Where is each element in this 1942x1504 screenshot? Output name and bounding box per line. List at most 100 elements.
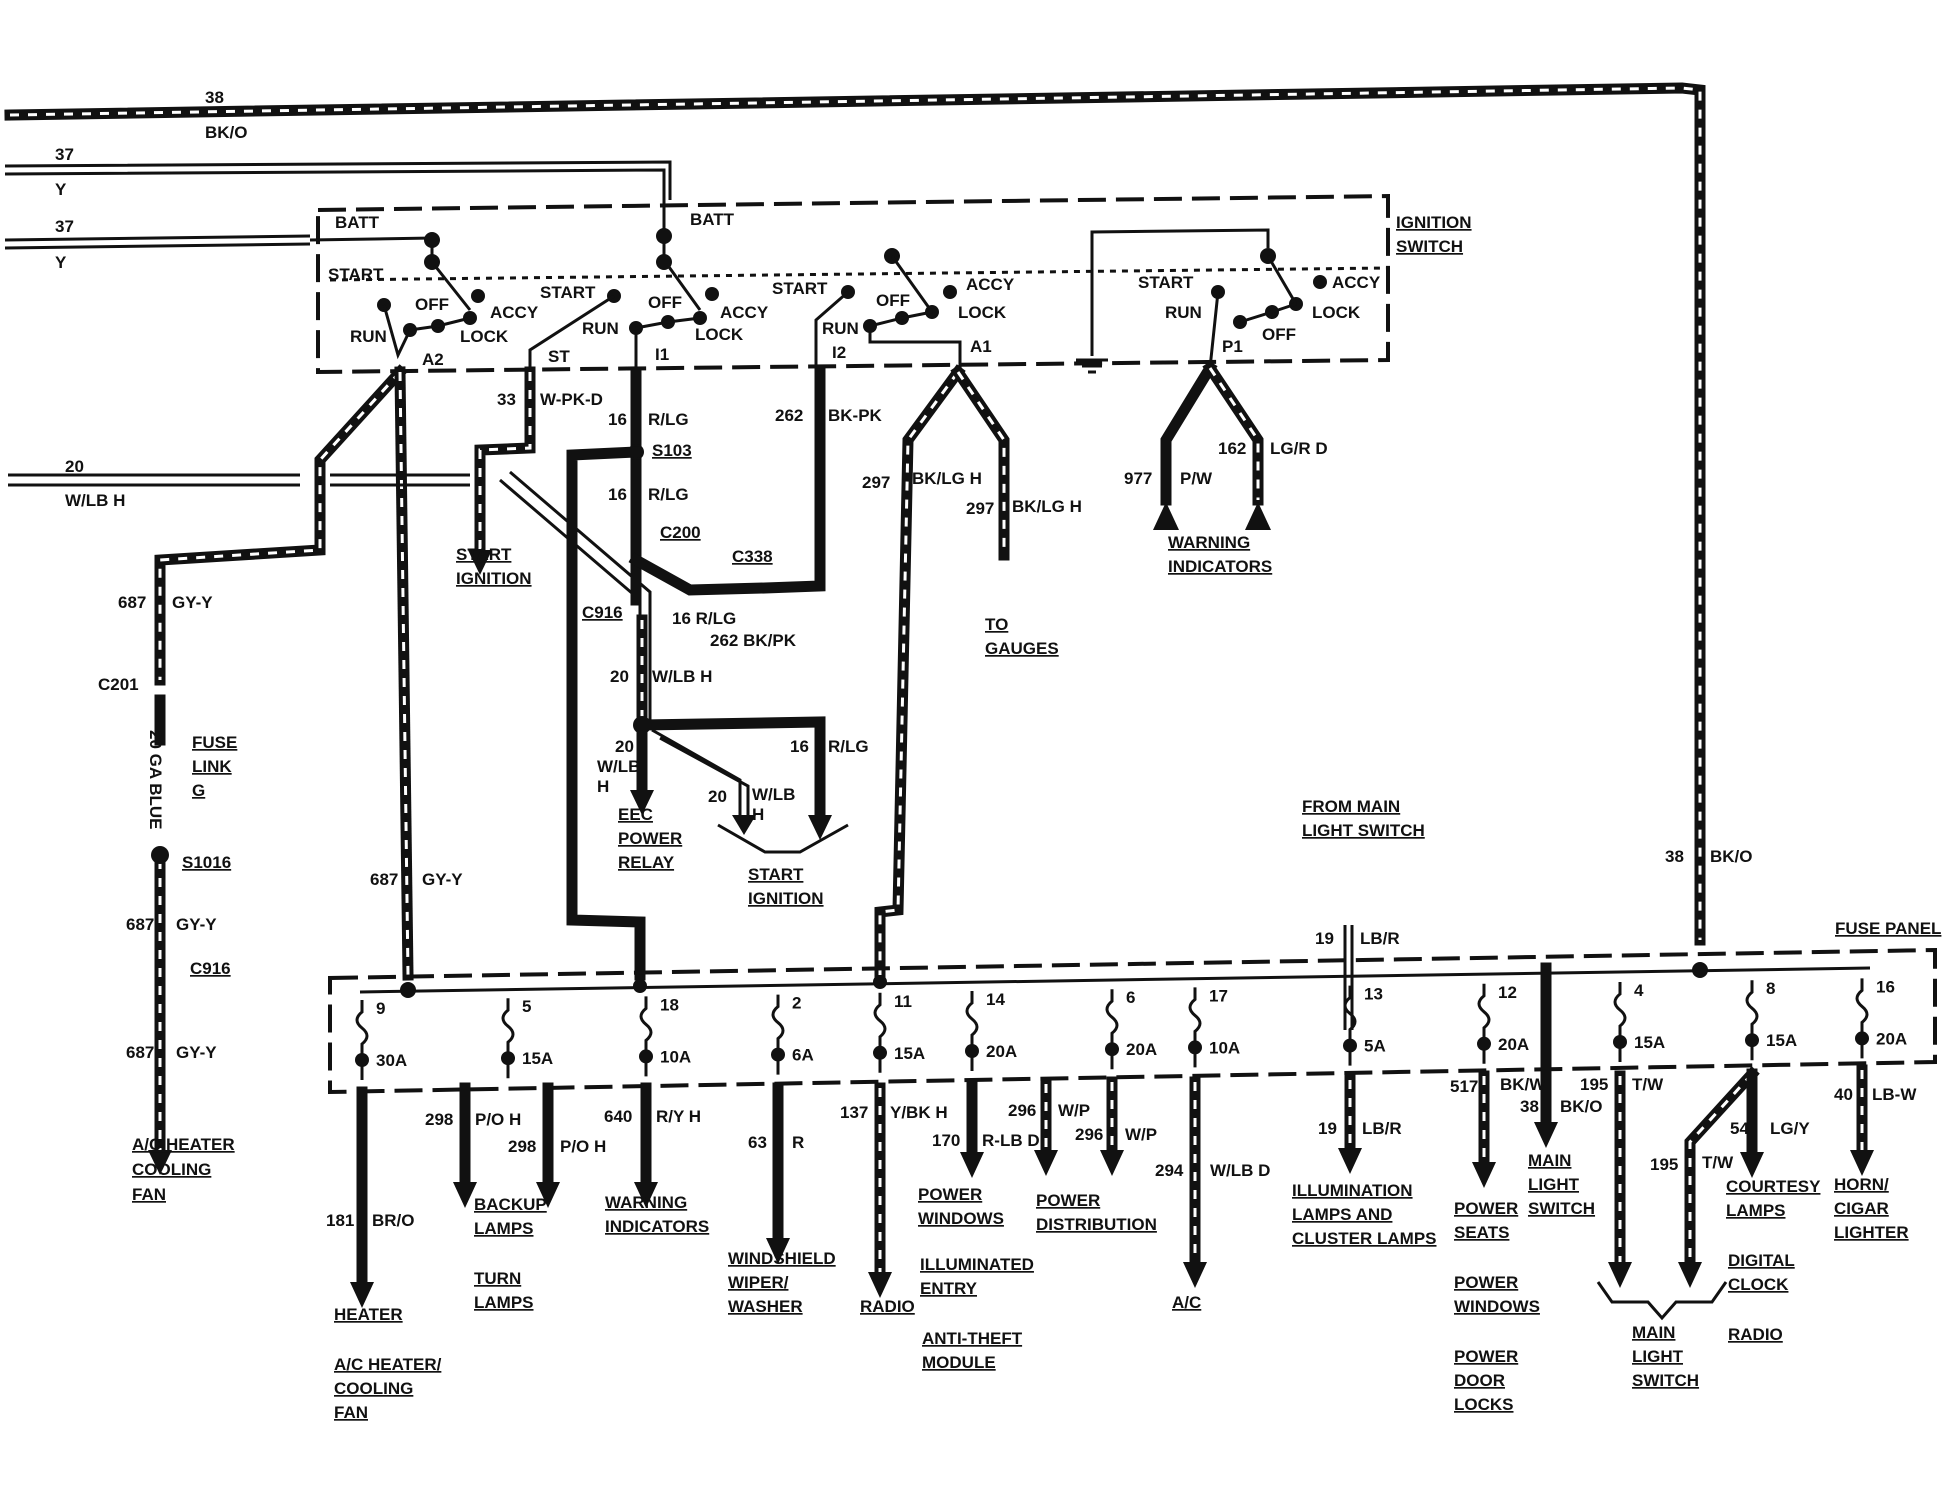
w297-b-color: BK/LG H xyxy=(1012,497,1082,516)
start-label-2: START xyxy=(540,283,596,302)
fuse-number: 6 xyxy=(1126,988,1135,1007)
from-main-1: FROM MAIN xyxy=(1302,797,1400,816)
fuse-amperage: 5A xyxy=(1364,1037,1386,1056)
w38-c: 38 xyxy=(1520,1097,1539,1116)
fuse-number: 9 xyxy=(376,999,385,1018)
batt-label-1: BATT xyxy=(335,213,380,232)
lock-label-4: LOCK xyxy=(1312,303,1361,322)
fuse-amperage: 20A xyxy=(1498,1035,1529,1054)
dest-pwr-windows-2: WINDOWS xyxy=(918,1209,1004,1228)
start-label-3: START xyxy=(772,279,828,298)
dest-start-b2: IGNITION xyxy=(748,889,824,908)
fuse-number: 8 xyxy=(1766,979,1775,998)
start-ignition-bracket xyxy=(717,823,849,854)
run-label-3: RUN xyxy=(822,319,859,338)
wire-19-lbr xyxy=(1343,925,1354,1030)
accy-label-3: ACCY xyxy=(966,275,1015,294)
switch-section-2: BATT START OFF ACCY RUN LOCK ST I1 xyxy=(528,200,769,368)
fuse-number: 5 xyxy=(522,997,531,1016)
w20-d-h: H xyxy=(752,805,764,824)
w296-a: 296 xyxy=(1008,1101,1036,1120)
w162: 162 xyxy=(1218,439,1246,458)
fuse-number: 12 xyxy=(1498,983,1517,1002)
ignition-switch-divider xyxy=(329,266,1389,282)
fuse-amperage: 15A xyxy=(522,1049,553,1068)
batt-label-2: BATT xyxy=(690,210,735,229)
off-label-4: OFF xyxy=(1262,325,1296,344)
w170: 170 xyxy=(932,1131,960,1150)
w19-top-color: LB/R xyxy=(1360,929,1400,948)
wire-16-rlg xyxy=(566,366,826,981)
w20-b-color: W/LB H xyxy=(652,667,712,686)
fuse-link-label-1: FUSE xyxy=(192,733,237,752)
w298-b-color: P/O H xyxy=(560,1137,606,1156)
dest-pwr-door-1: POWER xyxy=(1454,1347,1518,1366)
w296-b: 296 xyxy=(1075,1125,1103,1144)
lock-label-2: LOCK xyxy=(695,325,744,344)
fuse-amperage: 20A xyxy=(1126,1040,1157,1059)
w181: 181 xyxy=(326,1211,354,1230)
fuse-number: 4 xyxy=(1634,981,1644,1000)
dest-wiper-3: WASHER xyxy=(728,1297,803,1316)
w19-bottom: 19 xyxy=(1318,1119,1337,1138)
fuse-amperage: 20A xyxy=(1876,1029,1907,1048)
wire-38-top xyxy=(4,82,1706,946)
run-label-4: RUN xyxy=(1165,303,1202,322)
w170-color: R-LB D xyxy=(982,1131,1040,1150)
w687-c: 687 xyxy=(126,1043,154,1062)
w16-d-color: R/LG xyxy=(828,737,869,756)
w687-d: 687 xyxy=(370,870,398,889)
connector-c200: C200 xyxy=(660,523,701,542)
switch-section-3: START OFF ACCY RUN LOCK I2 A1 xyxy=(772,248,1015,368)
fuse-panel-title: FUSE PANEL xyxy=(1835,919,1941,938)
terminal-st: ST xyxy=(548,347,570,366)
w977: 977 xyxy=(1124,469,1152,488)
dest-start-1: START xyxy=(456,545,512,564)
w54: 54 xyxy=(1730,1119,1749,1138)
fuse-amperage: 20A xyxy=(986,1042,1017,1061)
w181-color: BR/O xyxy=(372,1211,415,1230)
fuse-panel-box xyxy=(328,947,1937,1095)
w20-number: 20 xyxy=(65,457,84,476)
dest-to-gauges-1: TO xyxy=(985,615,1008,634)
switch-section-1: BATT START OFF ACCY RUN LOCK A2 xyxy=(309,213,539,369)
w977-color: P/W xyxy=(1180,469,1213,488)
w687-a: 687 xyxy=(118,593,146,612)
dest-ac-heater-b3: FAN xyxy=(334,1403,368,1422)
dest-eec-1: EEC xyxy=(618,805,653,824)
dest-backup-2: LAMPS xyxy=(474,1219,534,1238)
fuse-amperage: 15A xyxy=(1766,1031,1797,1050)
dest-horn-2: CIGAR xyxy=(1834,1199,1889,1218)
fuse-2: 26A xyxy=(771,994,814,1075)
w687-b: 687 xyxy=(126,915,154,934)
dest-ac-heater-1: A/C HEATER xyxy=(132,1135,235,1154)
wire-38-color: BK/O xyxy=(205,123,248,142)
w20-c-h: H xyxy=(597,777,609,796)
w40: 40 xyxy=(1834,1085,1853,1104)
w38-b: 38 xyxy=(1665,847,1684,866)
wire-977-162 xyxy=(1153,360,1271,530)
dest-ac-heater-3: FAN xyxy=(132,1185,166,1204)
wire-687-gyy xyxy=(154,364,414,981)
fuse-link-label-2: LINK xyxy=(192,757,232,776)
dest-pwr-dist-1: POWER xyxy=(1036,1191,1100,1210)
w137: 137 xyxy=(840,1103,868,1122)
dest-pwr-windows-1: POWER xyxy=(918,1185,982,1204)
connector-c338: C338 xyxy=(732,547,773,566)
terminal-a2: A2 xyxy=(422,350,444,369)
connector-s103: S103 xyxy=(652,441,692,460)
dest-courtesy-2: LAMPS xyxy=(1726,1201,1786,1220)
w195-a-color: T/W xyxy=(1632,1075,1664,1094)
run-label-2: RUN xyxy=(582,319,619,338)
wire-37b-color: Y xyxy=(55,253,67,272)
dest-warning-b1: WARNING xyxy=(605,1193,687,1212)
dest-warning-top-2: INDICATORS xyxy=(1168,557,1272,576)
fuse-amperage: 15A xyxy=(894,1044,925,1063)
fuse-number: 2 xyxy=(792,994,801,1013)
accy-label-2: ACCY xyxy=(720,303,769,322)
dest-ac: A/C xyxy=(1172,1293,1201,1312)
w16-c: 16 R/LG xyxy=(672,609,736,628)
